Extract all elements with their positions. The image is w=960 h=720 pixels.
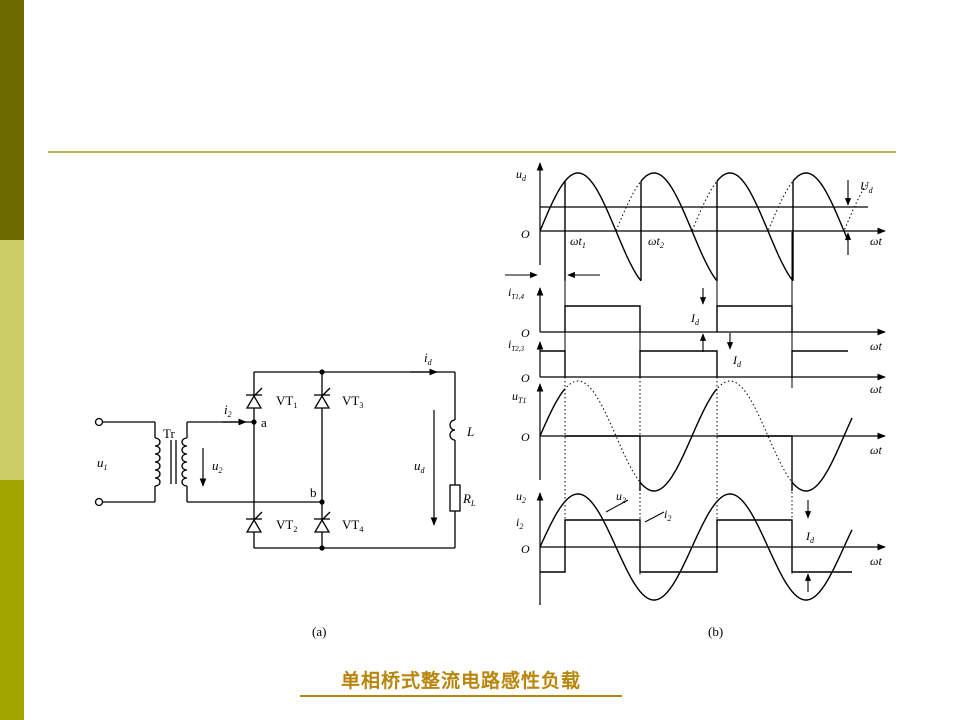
uT1-waveform [539,388,853,492]
origin-label-4: O [521,430,530,444]
ud-firing-jumps [564,181,794,281]
Id-label-2: Id [732,353,742,369]
panel-a-label: (a) [312,624,326,639]
u1-label: u1 [97,455,108,472]
thyristor-vt1 [245,387,263,409]
origin-label-2: O [521,326,530,340]
i2-label: i2 [224,402,232,419]
vt2-label: VT2 [276,517,297,534]
vt4-label: VT4 [342,517,363,534]
thyristor-vt3 [313,387,331,409]
ud-envelope-dotted [539,172,869,233]
side-bar-top [0,0,24,240]
magnitude-arrows [505,180,852,592]
ud-label: ud [414,458,426,475]
resistor-label: RL [462,491,476,508]
wt-label-3: ωt [870,382,882,396]
title-divider [48,151,896,153]
wt-label-4: ωt [870,443,882,457]
origin-label-5: O [521,542,530,556]
Id-label-1: Id [690,311,700,327]
firing-guide-lines [564,232,793,388]
id-label: id [424,350,433,367]
ud-axis-label: ud [516,167,527,183]
i-t23-waveform [540,350,848,377]
iT14-label: iT1,4 [508,285,524,301]
wt1-label: ωt1 [570,234,586,250]
wt2-label: ωt2 [648,234,664,250]
waveforms [539,172,869,601]
uT1-label: uT1 [512,389,526,405]
u2-waveform [539,493,853,601]
uT1-jumps [639,436,793,491]
ud-waveform [539,172,849,282]
Ud-label: Ud [860,179,874,195]
u2-axis-label: u2 [516,489,526,505]
u2-curve-label: u2 [616,489,626,505]
i2-curve-label: i2 [664,507,671,523]
figure-caption: 单相桥式整流电路感性负载 [300,666,622,697]
i-t14-waveform [564,305,793,332]
wt-label-5: ωt [870,554,882,568]
tr-label: Tr [163,426,175,441]
inductor-label: L [466,424,474,439]
thyristor-currents [540,305,852,573]
u2-leader [605,499,629,513]
u2-label: u2 [212,458,223,475]
side-bar-middle [0,240,24,480]
thyristor-vt2 [245,511,263,533]
Id-label-3: Id [805,529,815,545]
panel-b-label: (b) [708,624,723,639]
origin-label-1: O [521,227,530,241]
wt-label-1: ωt [870,234,882,248]
i2-axis-label: i2 [516,515,523,531]
junction-dots [251,369,325,551]
side-bar-bottom [0,480,24,720]
node-a-label: a [261,415,267,430]
iT23-label: iT2,3 [508,337,524,353]
node-b-label: b [310,485,317,500]
i2-leader [644,511,665,523]
vt1-label: VT1 [276,393,297,410]
vt3-label: VT3 [342,393,363,410]
waveform-axes [536,162,886,605]
thyristor-vt4 [313,511,331,533]
origin-label-3: O [521,371,530,385]
wt-label-2: ωt [870,339,882,353]
dotted-guide-lines [564,377,793,575]
i2-waveform [540,519,852,573]
